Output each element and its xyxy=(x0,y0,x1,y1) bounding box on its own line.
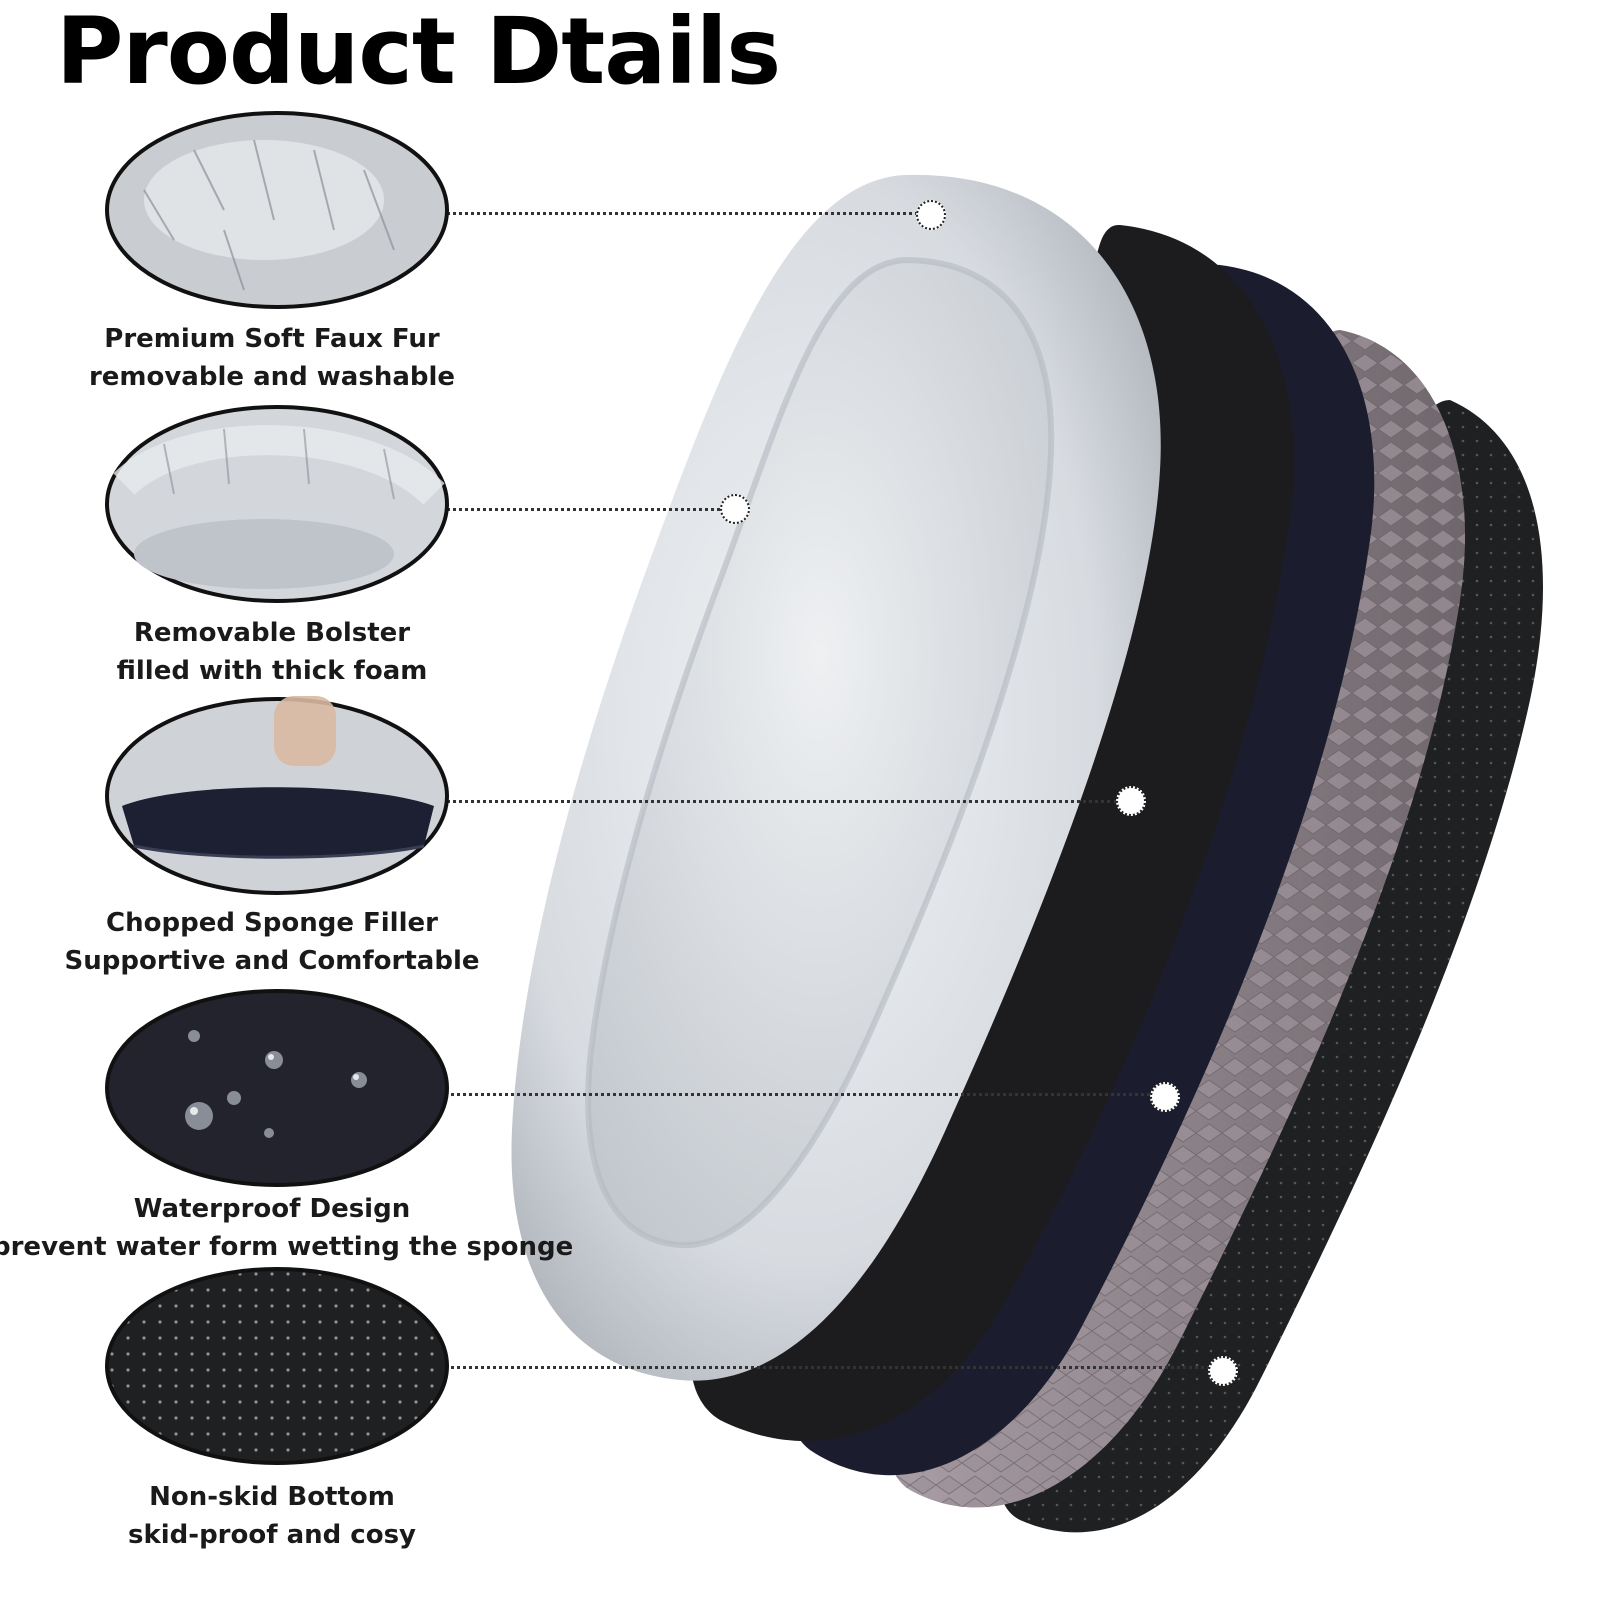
faux-fur-marker[interactable] xyxy=(916,200,946,230)
feature-caption-sponge: Chopped Sponge Filler Supportive and Com… xyxy=(0,904,552,980)
chopped-foam-layer xyxy=(888,330,1465,1508)
feature-subtitle: filled with thick foam xyxy=(116,656,428,686)
non-skid-marker[interactable] xyxy=(1208,1356,1238,1386)
waterproof-closeup-image xyxy=(104,988,450,1188)
leader-line-non-skid xyxy=(440,1366,1210,1369)
feature-title: Premium Soft Faux Fur xyxy=(104,324,440,354)
bolster-closeup-image xyxy=(104,404,450,604)
faux-fur-closeup-image xyxy=(104,110,450,310)
non-skid-bottom-layer xyxy=(998,400,1544,1533)
page-title: Product Dtails xyxy=(56,0,781,105)
waterproof-liner-layer xyxy=(788,264,1375,1476)
feature-subtitle: removable and washable xyxy=(88,362,456,392)
feature-subtitle: Supportive and Comfortable xyxy=(64,946,480,976)
leader-line-sponge xyxy=(440,800,1118,803)
leader-line-bolster xyxy=(440,508,720,511)
non-skid-closeup-image xyxy=(104,1266,450,1466)
feature-title: Chopped Sponge Filler xyxy=(106,908,438,938)
bolster-marker[interactable] xyxy=(720,494,750,524)
feature-title: Removable Bolster xyxy=(133,618,411,648)
sponge-filler-closeup-image xyxy=(104,696,450,896)
faux-fur-bed xyxy=(511,174,1161,1381)
leader-line-waterproof xyxy=(440,1093,1150,1096)
feature-title: Waterproof Design xyxy=(133,1194,411,1224)
sponge-filler-marker[interactable] xyxy=(1116,786,1146,816)
inner-liner-layer xyxy=(690,224,1295,1442)
feature-subtitle: skid-proof and cosy xyxy=(127,1520,417,1550)
feature-subtitle: prevent water form wetting the sponge xyxy=(0,1232,574,1262)
feature-caption-faux-fur: Premium Soft Faux Fur removable and wash… xyxy=(0,320,552,396)
feature-caption-bolster: Removable Bolster filled with thick foam xyxy=(0,614,552,690)
feature-title: Non-skid Bottom xyxy=(149,1482,395,1512)
feature-caption-waterproof: Waterproof Design prevent water form wet… xyxy=(0,1190,574,1266)
leader-line-faux-fur xyxy=(440,212,918,215)
waterproof-marker[interactable] xyxy=(1150,1082,1180,1112)
feature-caption-non-skid: Non-skid Bottom skid-proof and cosy xyxy=(0,1478,552,1554)
